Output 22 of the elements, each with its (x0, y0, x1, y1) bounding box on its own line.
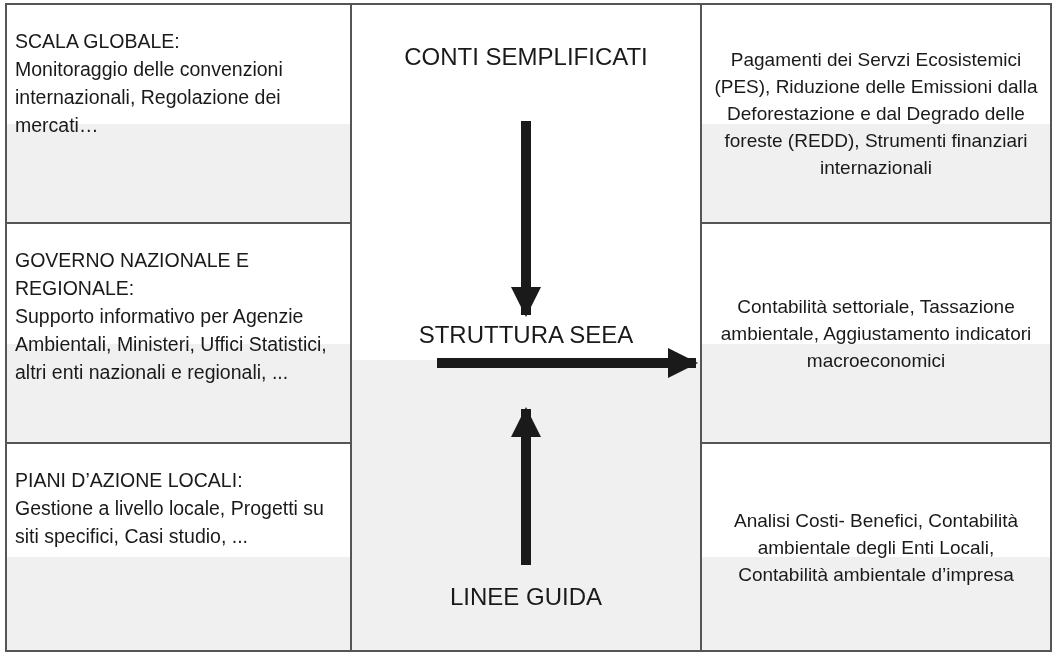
arrow (511, 407, 541, 565)
cell-text: Supporto informativo per Agenzie Ambientali, Ministeri, Uffici Statistici, altri enti nazionali e regionali, ... (15, 304, 328, 385)
cell-text: Pagamenti dei Servzi Ecosistemici (PES), Riduzione delle Emissioni dalla Deforestazione e dal Degrado delle foreste (REDD), Strumenti finanziari internazionali (714, 48, 1038, 180)
arrow (511, 121, 541, 317)
column-panel (350, 3, 702, 652)
table-cell (700, 3, 1052, 224)
column-heading: STRUTTURA SEEA (352, 321, 700, 349)
arrow (437, 348, 698, 378)
table-cell (5, 3, 352, 224)
column-heading: CONTI SEMPLIFICATI (352, 43, 700, 71)
table-cell (700, 222, 1052, 444)
cell-heading: SCALA GLOBALE: (15, 29, 181, 54)
cell-text: Monitoraggio delle convenzioni internazionali, Regolazione dei mercati… (15, 57, 284, 138)
cell-text: Analisi Costi- Benefici, Contabilità ambientale degli Enti Locali, Contabilità ambientale d’impresa (732, 508, 1020, 587)
table-cell (700, 442, 1052, 652)
cell-heading: GOVERNO NAZIONALE E REGIONALE: (15, 248, 251, 301)
cell-text: Gestione a livello locale, Progetti su siti specifici, Casi studio, ... (15, 496, 325, 549)
cell-heading: PIANI D’AZIONE LOCALI: (15, 468, 244, 493)
table-cell (5, 442, 352, 652)
cell-text: Contabilità settoriale, Tassazione ambientale, Aggiustamento indicatori macroeconomici (719, 294, 1033, 373)
column-heading: LINEE GUIDA (352, 583, 700, 611)
table-cell (5, 222, 352, 444)
